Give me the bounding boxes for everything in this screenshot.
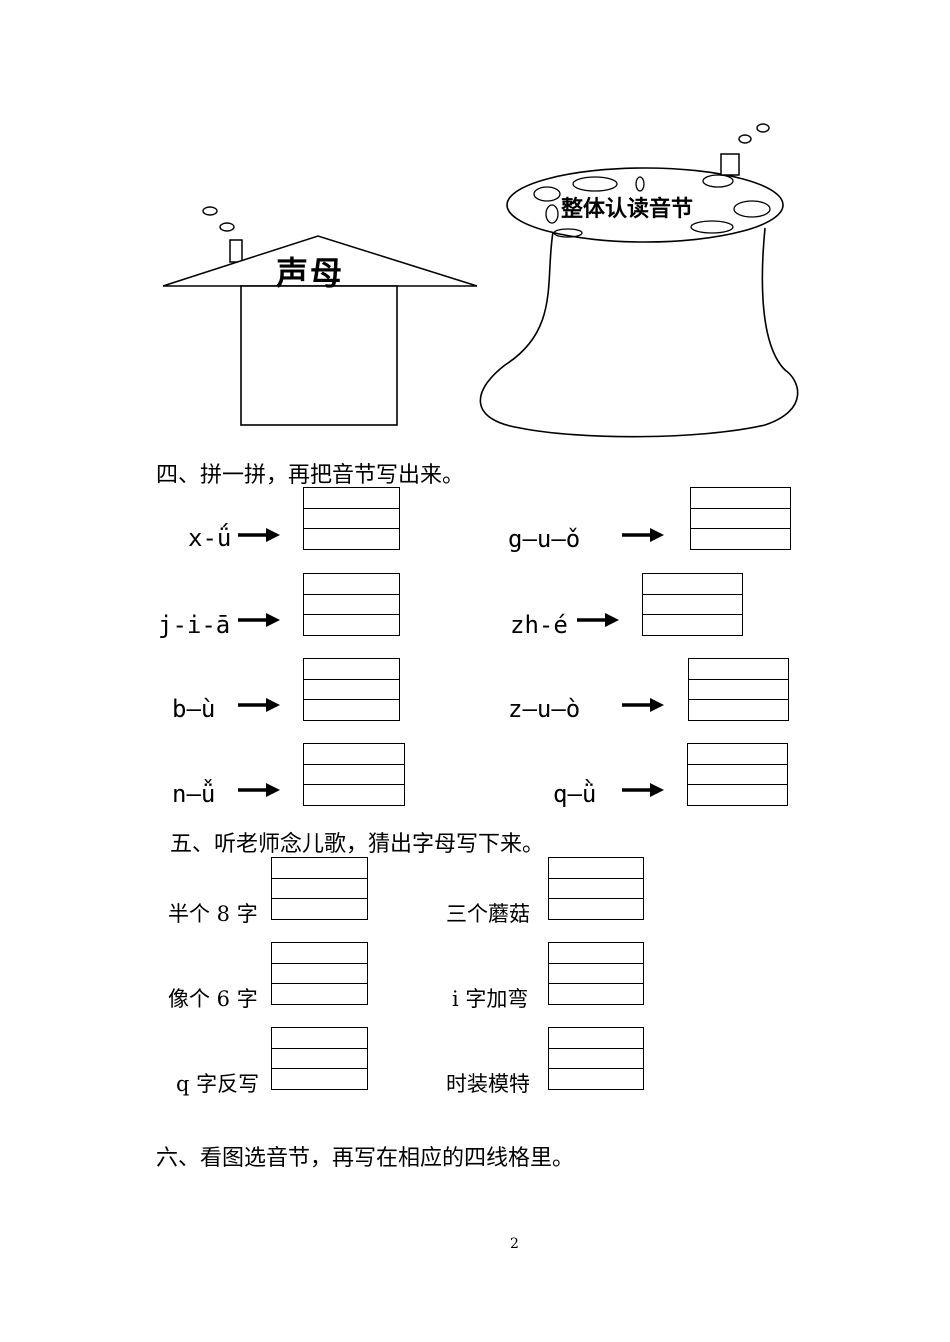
four-line-grid[interactable] <box>271 942 368 1005</box>
pinyin-prompt: j-i-ā <box>158 611 231 639</box>
illustrations <box>162 123 799 438</box>
four-line-grid[interactable] <box>690 487 791 550</box>
house-label: 声母 <box>276 254 345 292</box>
arrow-icon <box>577 613 619 627</box>
four-line-grid[interactable] <box>271 857 368 920</box>
four-line-grid[interactable] <box>688 658 789 721</box>
lid-spot <box>733 200 771 218</box>
smoke-puff <box>738 134 752 144</box>
smoke-puff <box>202 206 218 216</box>
pinyin-prompt: zh-é <box>510 611 568 639</box>
pot-label: 整体认读音节 <box>561 197 694 222</box>
four-line-grid[interactable] <box>271 1027 368 1090</box>
four-line-grid[interactable] <box>548 857 644 920</box>
lid-spot <box>533 186 561 202</box>
arrow-icon <box>622 698 664 712</box>
arrow-icon <box>238 783 280 797</box>
lid-spot <box>553 228 583 238</box>
lid-spot <box>545 204 559 224</box>
riddle-prompt: 三个蘑菇 <box>446 902 530 926</box>
pinyin-prompt: q—ǜ <box>553 780 597 808</box>
pinyin-prompt: n—ǚ <box>172 780 216 808</box>
riddle-prompt: 时装模特 <box>446 1072 530 1096</box>
four-line-grid[interactable] <box>303 487 400 550</box>
four-line-grid[interactable] <box>303 743 405 806</box>
house-illustration <box>162 206 478 426</box>
four-line-grid[interactable] <box>303 573 400 636</box>
riddle-prompt: i 字加弯 <box>452 987 529 1011</box>
arrow-icon <box>622 528 664 542</box>
four-line-grid[interactable] <box>548 1027 644 1090</box>
section5-title: 五、听老师念儿歌，猜出字母写下来。 <box>170 832 545 857</box>
arrow-icon <box>238 528 280 542</box>
four-line-grid[interactable] <box>548 942 644 1005</box>
smoke-puff <box>756 123 770 133</box>
pot-illustration <box>479 123 799 438</box>
lid-spot <box>572 176 618 192</box>
lid-spot <box>635 176 645 192</box>
lid-spot <box>690 220 734 234</box>
riddle-prompt: q 字反写 <box>176 1072 260 1096</box>
pinyin-prompt: x-ǘ <box>188 524 232 552</box>
section4-title: 四、拼一拼，再把音节写出来。 <box>156 463 465 488</box>
pinyin-prompt: z—u—ò <box>508 695 581 723</box>
chimney <box>720 153 740 176</box>
smoke-puff <box>219 222 235 232</box>
pot-body <box>479 227 799 438</box>
pinyin-prompt: b—ù <box>172 695 216 723</box>
house-body <box>240 285 398 426</box>
four-line-grid[interactable] <box>687 743 788 806</box>
lid-spot <box>702 174 734 188</box>
arrow-icon <box>238 698 280 712</box>
riddle-prompt: 像个 6 字 <box>168 987 258 1011</box>
pinyin-prompt: g—u—ǒ <box>508 525 581 553</box>
section6-title: 六、看图选音节，再写在相应的四线格里。 <box>156 1146 575 1171</box>
arrow-icon <box>622 783 664 797</box>
page-number: 2 <box>510 1236 519 1252</box>
riddle-prompt: 半个 8 字 <box>168 902 258 926</box>
arrow-icon <box>238 613 280 627</box>
four-line-grid[interactable] <box>642 573 743 636</box>
four-line-grid[interactable] <box>303 658 400 721</box>
chimney <box>229 239 243 263</box>
